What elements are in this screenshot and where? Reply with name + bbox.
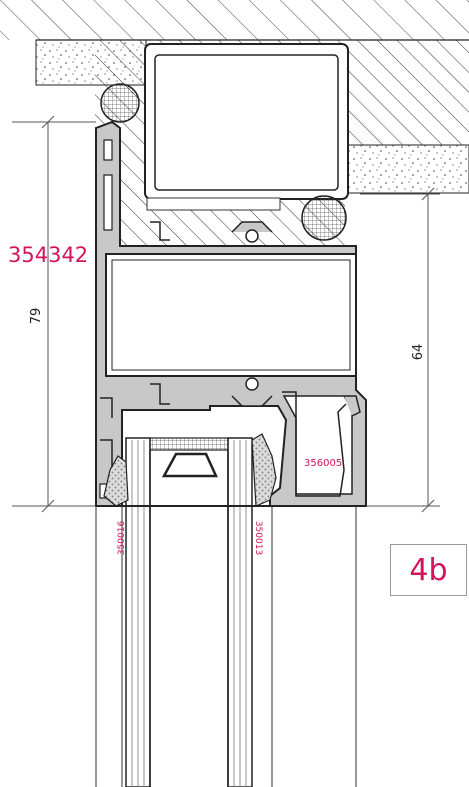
glazing-bead bbox=[282, 391, 361, 497]
backer-rod-right bbox=[301, 195, 347, 241]
infill-cavity bbox=[105, 253, 357, 377]
frame-below bbox=[95, 505, 366, 787]
edge-seal bbox=[149, 437, 229, 451]
concrete-band-right bbox=[344, 144, 469, 194]
steel-box-section bbox=[144, 43, 349, 211]
sealant-backer-rods bbox=[100, 83, 347, 241]
gaskets bbox=[103, 433, 277, 507]
label-gasket-right: 350013 bbox=[253, 521, 263, 555]
concrete-band-left bbox=[35, 39, 147, 86]
spacer-bar bbox=[161, 452, 218, 478]
dimension-overall bbox=[12, 115, 96, 513]
dimension-inner-value: 64 bbox=[411, 344, 426, 361]
figure-tag: 4b bbox=[390, 544, 467, 596]
dimension-overall-value: 79 bbox=[29, 308, 44, 325]
figure-tag-text: 4b bbox=[409, 552, 448, 588]
label-gasket-left: 350016 bbox=[117, 521, 127, 556]
wall-hatch-top bbox=[0, 0, 469, 40]
glass-unit bbox=[125, 437, 253, 787]
label-main-profile: 354342 bbox=[8, 243, 88, 267]
label-glazing-bead: 356005 bbox=[304, 458, 342, 469]
dimension-inner bbox=[360, 187, 440, 513]
backer-rod-left bbox=[100, 83, 140, 123]
wall-hatch-right bbox=[345, 40, 469, 145]
